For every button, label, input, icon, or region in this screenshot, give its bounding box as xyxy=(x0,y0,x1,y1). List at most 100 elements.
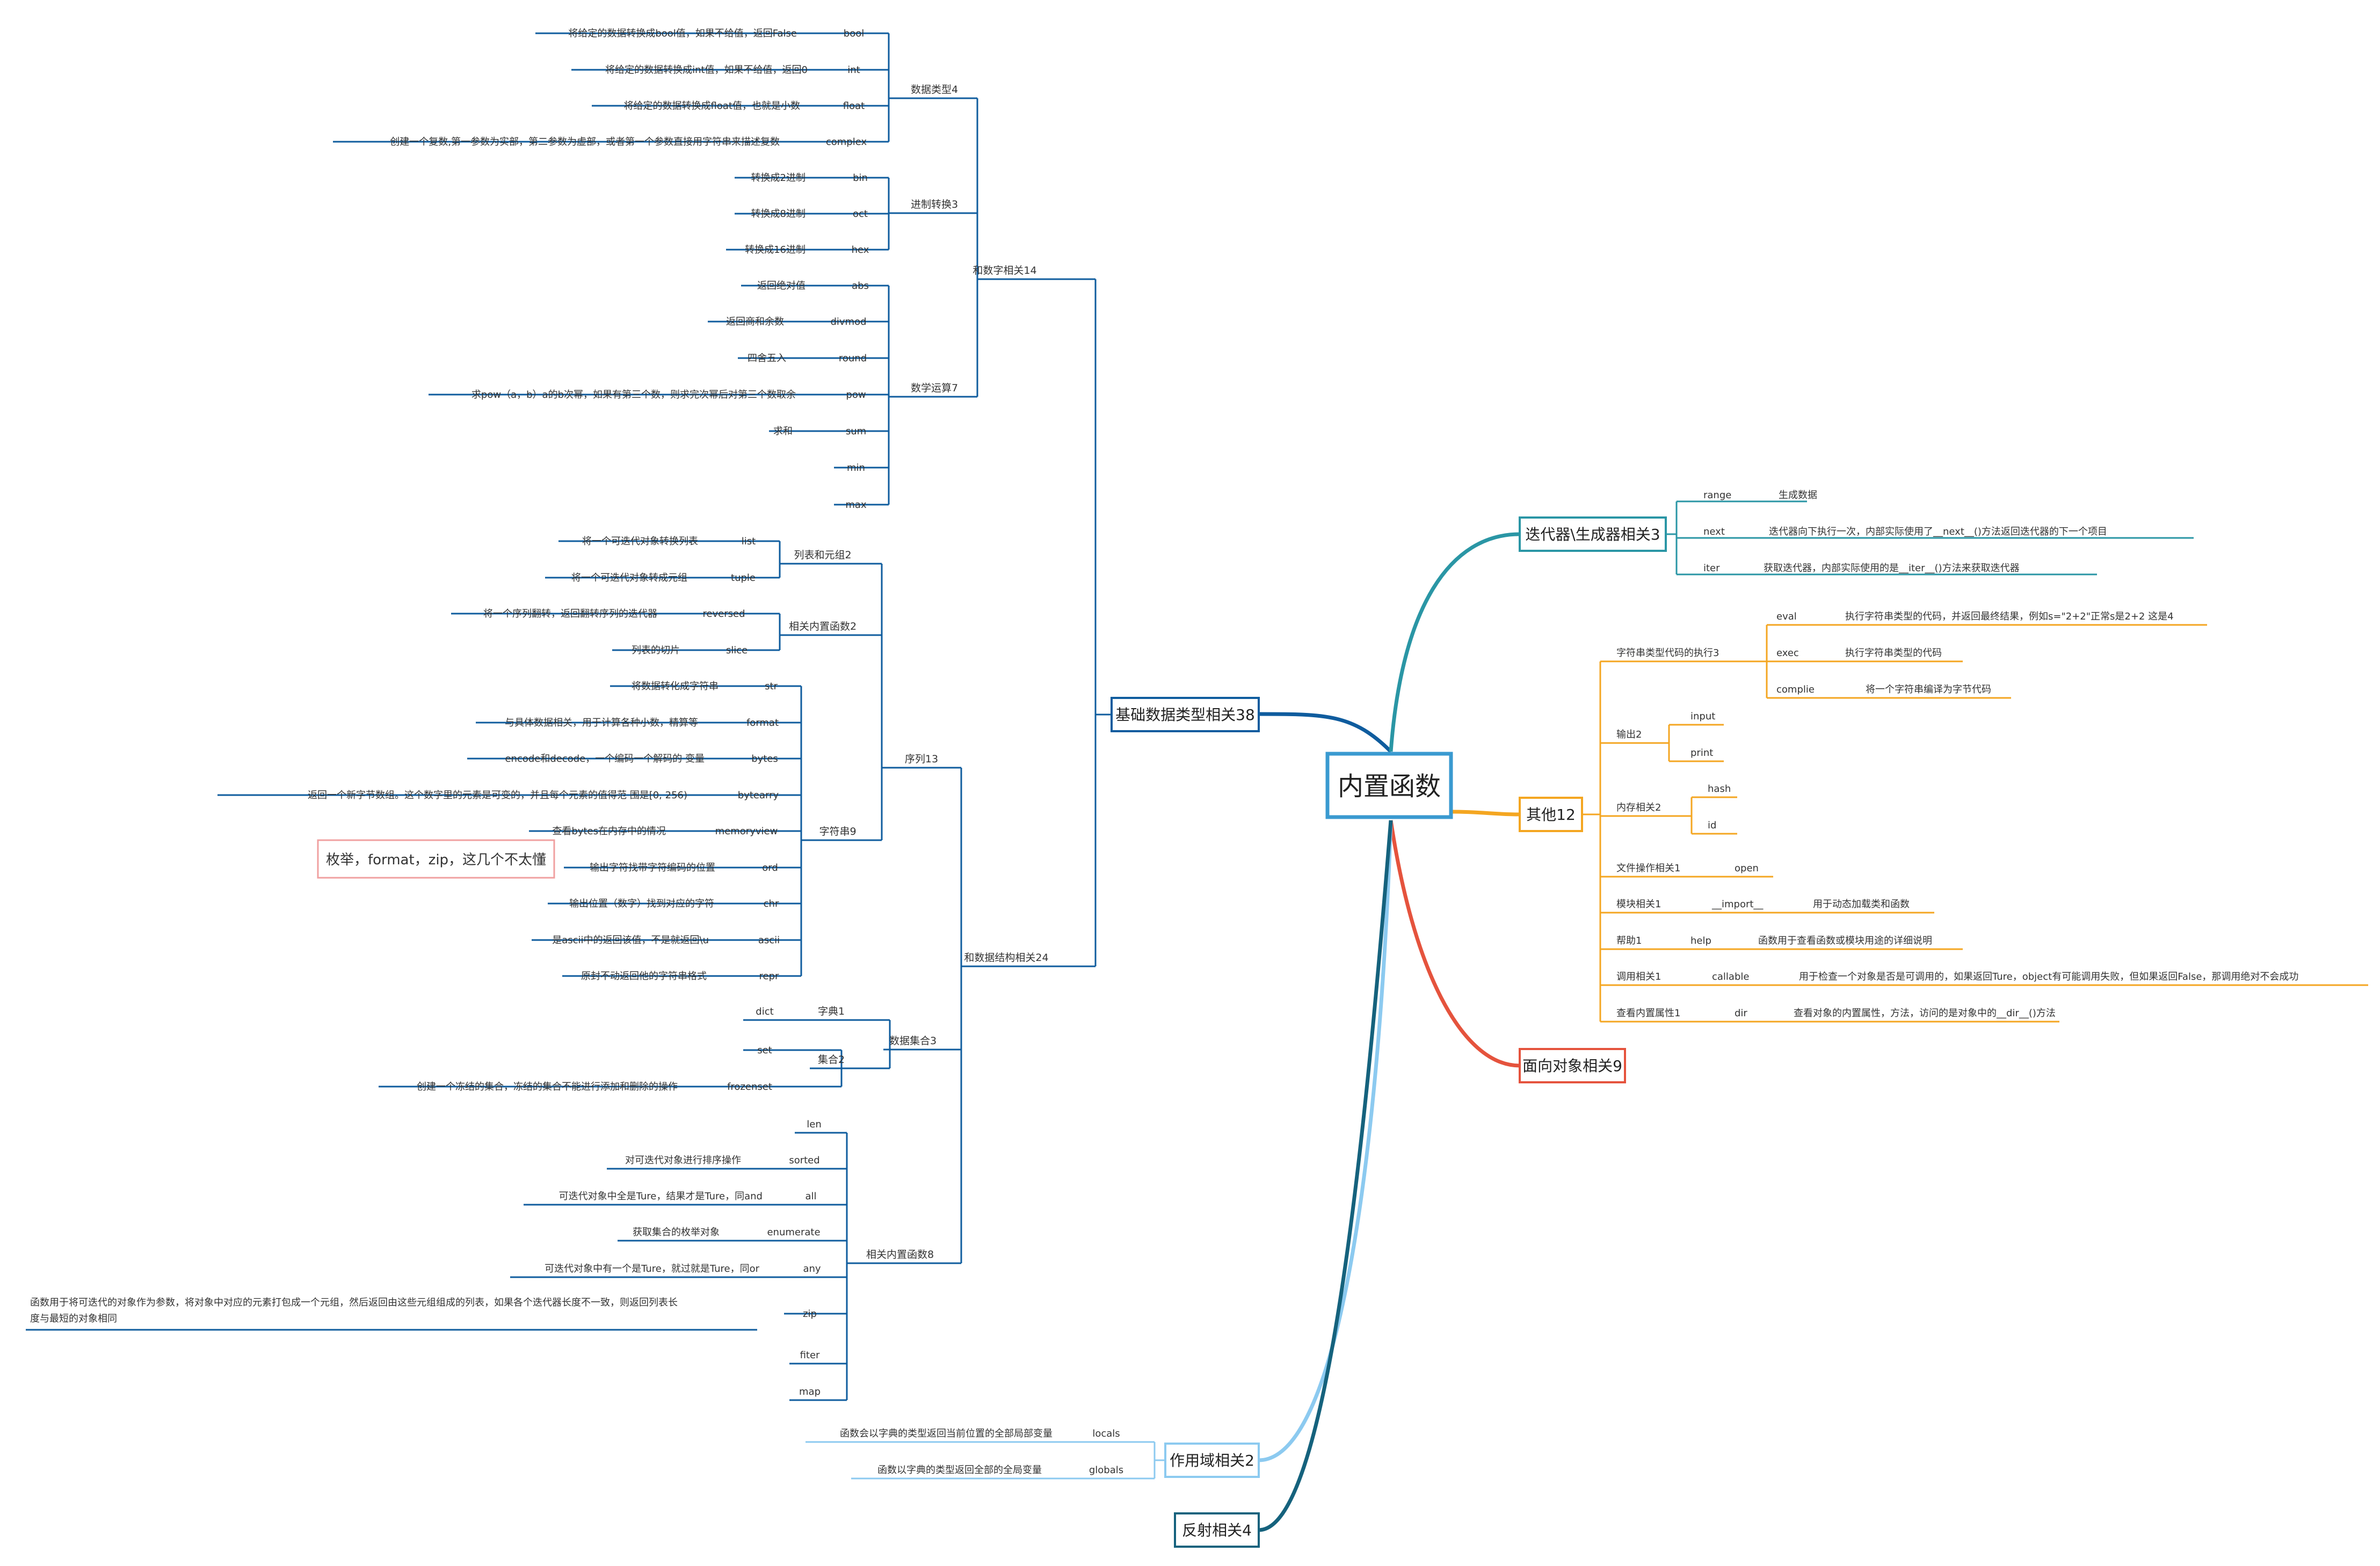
fn-desc: 可迭代对象中全是Ture，结果才是Ture，同and xyxy=(559,1191,763,1202)
group-seq: 序列13 xyxy=(905,753,938,765)
basic-underlines xyxy=(26,32,1027,1401)
fn-desc: 迭代器向下执行一次，内部实际使用了__next__()方法返回迭代器的下一个项目 xyxy=(1769,526,2107,537)
fn-name: format xyxy=(746,717,779,729)
group-base: 进制转换3 xyxy=(911,199,958,210)
fn-desc: 用于动态加载类和函数 xyxy=(1813,899,1910,910)
group-mem: 内存相关2 xyxy=(1616,802,1661,813)
branch-iter-curve xyxy=(1389,532,1520,752)
root-node[interactable] xyxy=(1325,752,1453,819)
fn-name: zip xyxy=(803,1308,817,1320)
fn-desc-cont: 度与最短的对象相同 xyxy=(30,1313,117,1324)
fn-name: int xyxy=(847,64,860,76)
group-num: 和数字相关14 xyxy=(973,265,1036,276)
fn-desc: 函数以字典的类型返回全部的全局变量 xyxy=(877,1465,1042,1476)
fn-name: callable xyxy=(1712,971,1749,982)
fn-name: frozenset xyxy=(727,1081,772,1092)
fn-name: dir xyxy=(1735,1008,1747,1019)
note-box[interactable]: 枚举，format，zip，这几个不太懂 xyxy=(317,839,555,879)
group-mod: 模块相关1 xyxy=(1616,899,1661,910)
group-help: 帮助1 xyxy=(1616,935,1642,946)
fn-desc: 返回商和余数 xyxy=(726,316,784,327)
fn-desc: 转换成8进制 xyxy=(751,208,806,220)
fn-name: hash xyxy=(1708,783,1731,795)
fn-name: len xyxy=(807,1119,821,1130)
group-file: 文件操作相关1 xyxy=(1616,863,1680,874)
fn-name: any xyxy=(803,1263,821,1274)
iter-connectors xyxy=(1666,500,2194,576)
fn-name: globals xyxy=(1089,1465,1123,1476)
group-set: 数据集合3 xyxy=(889,1035,937,1047)
fn-name: slice xyxy=(726,645,748,656)
fn-desc: 执行字符串类型的代码 xyxy=(1845,647,1942,659)
fn-desc: 返回绝对值 xyxy=(757,280,806,292)
fn-name: bool xyxy=(844,28,864,39)
fn-name: set xyxy=(757,1045,772,1056)
group-dict: 字典1 xyxy=(818,1006,845,1017)
basic-labels: 和数字相关14 和数据结构相关24 数据类型4 进制转换3 数学运算7 序列13… xyxy=(30,28,1049,1397)
fn-desc: 对可迭代对象进行排序操作 xyxy=(625,1155,741,1166)
fn-desc: 将一个序列翻转，返回翻转序列的迭代器 xyxy=(483,608,657,620)
group-str: 字符串9 xyxy=(819,826,856,837)
other-labels: 字符串类型代码的执行3 eval 执行字符串类型的代码，并返回最终结果，例如s=… xyxy=(1616,611,2298,1019)
fn-desc: 查看bytes在内存中的情况 xyxy=(552,826,666,837)
group-ds: 和数据结构相关24 xyxy=(964,952,1048,964)
fn-desc: 将一个可迭代对象转换列表 xyxy=(582,536,698,547)
fn-name: max xyxy=(845,499,867,511)
topic-iter-label: 迭代器\生成器相关3 xyxy=(1525,526,1660,543)
fn-name: enumerate xyxy=(767,1227,820,1238)
fn-desc: 求pow（a，b）a的b次幂，如果有第三个数，则求完次幂后对第三个数取余 xyxy=(471,389,796,400)
fn-name: abs xyxy=(852,280,869,292)
topic-oop-label: 面向对象相关9 xyxy=(1522,1057,1622,1075)
branch-basic-curve xyxy=(1258,712,1392,753)
fn-name: bytearry xyxy=(738,790,779,801)
topic-oop[interactable]: 面向对象相关9 xyxy=(1519,1048,1626,1083)
fn-desc: 将数据转化成字符串 xyxy=(632,681,719,692)
topic-scope[interactable]: 作用域相关2 xyxy=(1164,1443,1260,1478)
fn-name: bytes xyxy=(751,753,778,764)
fn-desc: 函数会以字典的类型返回当前位置的全部局部变量 xyxy=(840,1428,1053,1439)
fn-desc: 输出字符找带字符编码的位置 xyxy=(590,862,715,873)
fn-desc: 四舍五入 xyxy=(748,353,786,364)
fn-desc: 原封不动返回他的字符串格式 xyxy=(581,971,707,982)
fn-desc: 返回一个新字节数组。这个数字里的元素是可变的，并且每个元素的值得范 围是[0, … xyxy=(308,790,687,801)
topic-basic[interactable]: 基础数据类型相关38 xyxy=(1111,697,1260,732)
fn-name: map xyxy=(799,1386,821,1397)
topic-iter[interactable]: 迭代器\生成器相关3 xyxy=(1519,516,1667,552)
fn-desc: 获取迭代器，内部实际使用的是__iter__()方法来获取迭代器 xyxy=(1764,563,2020,574)
fn-desc: 获取集合的枚举对象 xyxy=(633,1227,720,1238)
fn-name: chr xyxy=(764,898,779,909)
fn-name: ascii xyxy=(758,935,780,946)
fn-name: complie xyxy=(1776,684,1815,695)
root-title: 内置函数 xyxy=(1338,771,1441,802)
fn-name: next xyxy=(1703,526,1725,537)
fn-desc: 将一个字符串编译为字节代码 xyxy=(1866,684,1991,695)
fn-name: print xyxy=(1690,747,1713,759)
branch-oop-curve xyxy=(1389,820,1520,1068)
fn-desc: 可迭代对象中有一个是Ture，就过就是Ture，同or xyxy=(545,1263,760,1274)
fn-name: __import__ xyxy=(1711,899,1764,910)
group-lt: 列表和元组2 xyxy=(794,549,851,561)
branch-reflect-curve xyxy=(1258,820,1393,1532)
group-rev: 相关内置函数2 xyxy=(789,621,857,632)
fn-name: round xyxy=(839,353,867,364)
fn-desc: 转换成16进制 xyxy=(745,244,806,256)
fn-desc: 列表的切片 xyxy=(632,645,680,656)
fn-name: hex xyxy=(852,244,869,256)
fn-desc: 将给定的数据转换成bool值，如果不给值，返回False xyxy=(568,28,797,39)
group-types: 数据类型4 xyxy=(911,84,958,96)
fn-desc: 转换成2进制 xyxy=(751,172,806,184)
fn-name: float xyxy=(843,100,865,112)
topic-other-label: 其他12 xyxy=(1526,806,1576,824)
fn-name: complex xyxy=(826,136,867,148)
iter-labels: range 生成数据 next 迭代器向下执行一次，内部实际使用了__next_… xyxy=(1703,490,2107,574)
fn-name: list xyxy=(742,536,756,547)
fn-name: repr xyxy=(759,971,780,982)
fn-name: divmod xyxy=(830,316,866,327)
fn-desc: 输出位置（数字）找到对应的字符 xyxy=(569,898,714,909)
note-text: 枚举，format，zip，这几个不太懂 xyxy=(326,852,546,868)
topic-reflect[interactable]: 反射相关4 xyxy=(1174,1512,1260,1548)
fn-desc: 生成数据 xyxy=(1779,490,1817,501)
topic-other[interactable]: 其他12 xyxy=(1519,797,1583,832)
fn-name: pow xyxy=(846,389,866,400)
